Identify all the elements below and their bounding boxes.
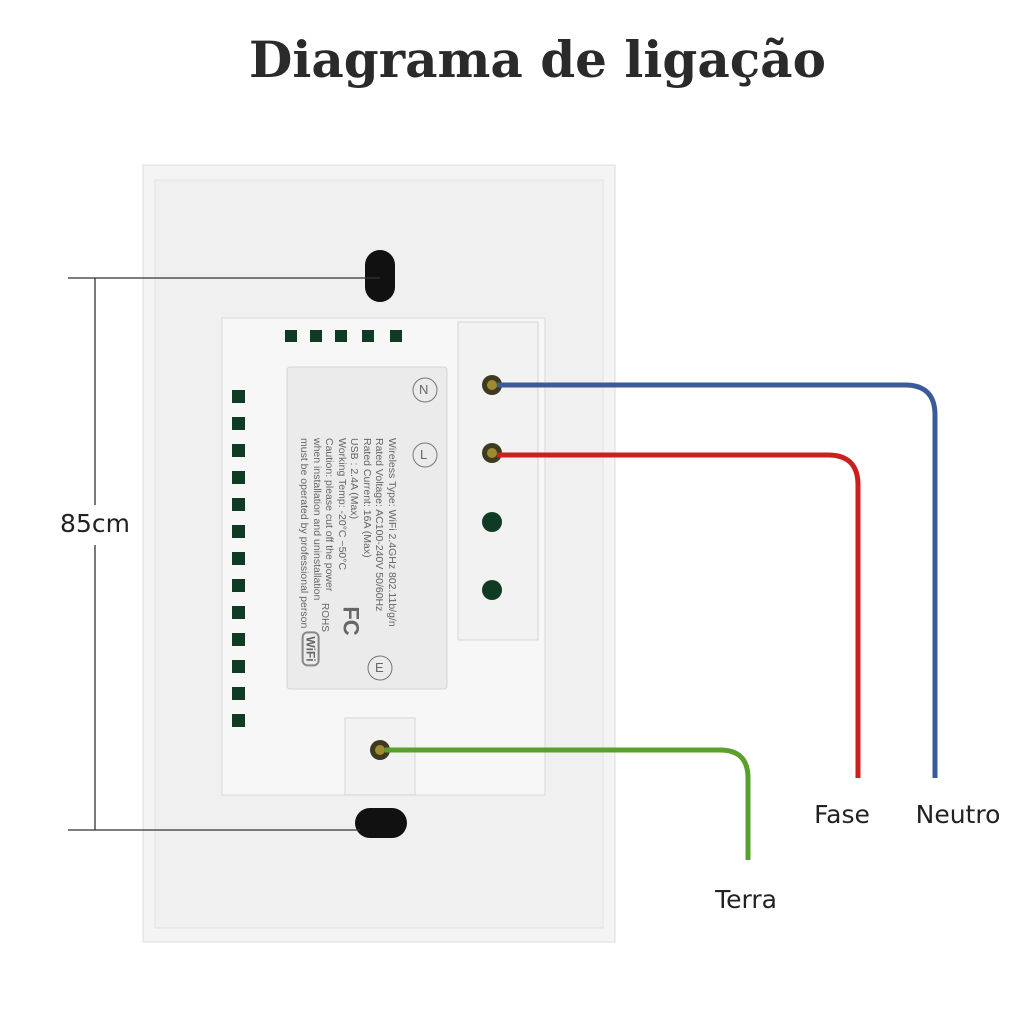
wire-terra xyxy=(385,747,751,860)
wire-neutro xyxy=(497,382,938,778)
terminal-n-label: N xyxy=(419,382,429,397)
terminal-l-label: L xyxy=(420,447,428,462)
spec-line: Rated Current: 16A (Max) xyxy=(361,438,373,558)
terminal-plug xyxy=(482,512,502,532)
label-fase: Fase xyxy=(814,800,870,829)
dimension-line xyxy=(68,277,380,831)
spec-line: when installation and uninstallation xyxy=(311,438,323,601)
spec-line: Rated Voltage: AC100-240V 50/60Hz xyxy=(373,438,386,612)
vent-slots xyxy=(232,330,402,727)
terminal-plug xyxy=(482,580,502,600)
label-terra: Terra xyxy=(715,885,777,914)
spec-line: must be operated by professional person xyxy=(298,438,311,629)
spec-line: USB : 2.4A (Max) xyxy=(348,438,361,520)
wire-fase xyxy=(497,452,861,778)
terminal-e-label: E xyxy=(375,660,384,675)
spec-line: Wireless Type: WiFi 2.4GHz 802.11b/g/n xyxy=(386,438,398,627)
spec-line: Caution: please cut off the power xyxy=(323,438,336,592)
mount-hole-top xyxy=(365,250,395,302)
spec-label xyxy=(286,366,448,690)
spec-text: Wireless Type: WiFi 2.4GHz 802.11b/g/n R… xyxy=(298,438,399,698)
label-neutro: Neutro xyxy=(915,800,1001,829)
page-title: Diagrama de ligação xyxy=(249,30,826,89)
spec-line: Working Temp: -20°C ~50°C xyxy=(336,438,348,571)
dimension-label: 85cm xyxy=(60,509,130,538)
mount-hole-bottom xyxy=(355,808,407,838)
